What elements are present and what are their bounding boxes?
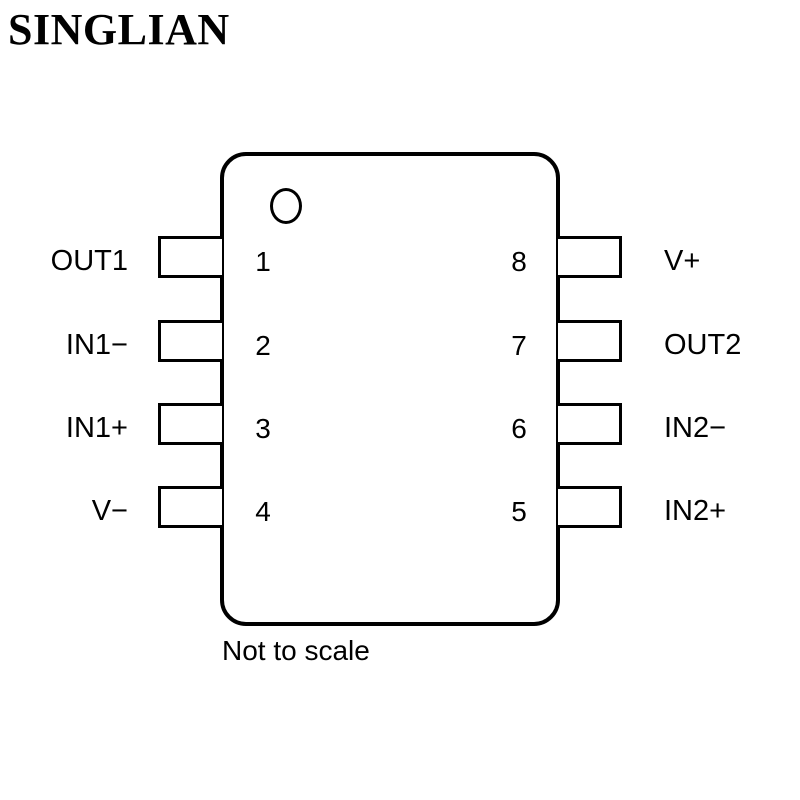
- pin-number-3: 3: [255, 413, 271, 444]
- pin-label-in1-minus: IN1−: [65, 329, 128, 361]
- pin-label-in2-minus: IN2−: [664, 412, 727, 444]
- pin-label-out2: OUT2: [664, 329, 742, 361]
- pin-lead-6: [558, 403, 622, 445]
- pin-lead-4: [158, 486, 222, 528]
- pin-label-v-plus: V+: [664, 245, 701, 277]
- pin-label-out1: OUT1: [50, 245, 128, 277]
- pin-number-7: 7: [511, 330, 527, 361]
- pin-lead-2: [158, 320, 222, 362]
- pin-label-in2-plus: IN2+: [664, 495, 727, 527]
- pin-number-8: 8: [511, 246, 527, 277]
- brand-logo-text: SINGLIAN: [8, 5, 230, 54]
- pin-label-in1-plus: IN1+: [65, 412, 128, 444]
- pin-number-2: 2: [255, 330, 271, 361]
- pin-number-6: 6: [511, 413, 527, 444]
- pin1-indicator-dot: [270, 188, 302, 224]
- scale-note: Not to scale: [222, 635, 370, 666]
- ic-package-body: [220, 152, 560, 626]
- pin-lead-5: [558, 486, 622, 528]
- pin-number-5: 5: [511, 496, 527, 527]
- pin-number-4: 4: [255, 496, 271, 527]
- pin-label-v-minus: V−: [91, 495, 128, 527]
- pin-lead-3: [158, 403, 222, 445]
- pin-lead-1: [158, 236, 222, 278]
- pin-lead-7: [558, 320, 622, 362]
- pin-lead-8: [558, 236, 622, 278]
- pin-number-1: 1: [255, 246, 271, 277]
